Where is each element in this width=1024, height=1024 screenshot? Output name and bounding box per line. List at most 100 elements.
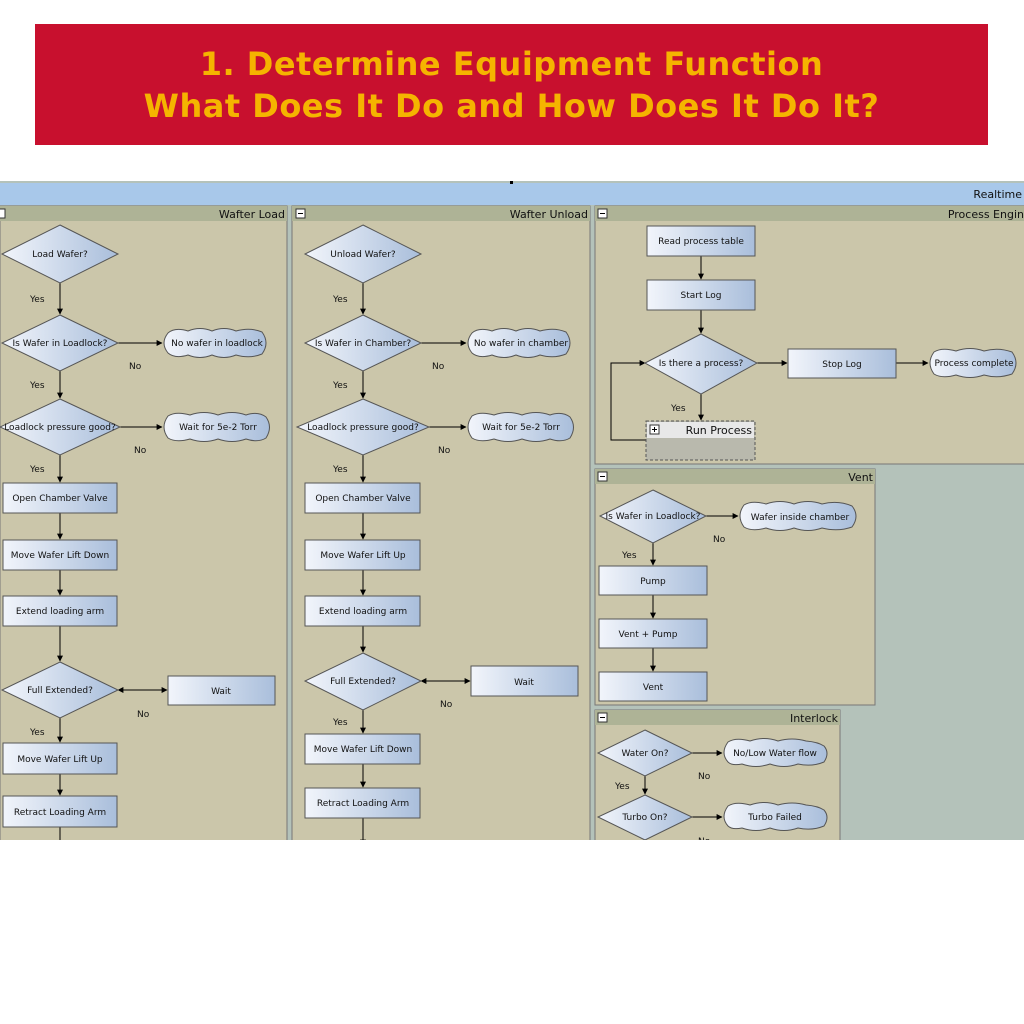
step-label: Open Chamber Valve xyxy=(315,494,411,504)
step-label: Stop Log xyxy=(822,360,861,370)
yes-label: Yes xyxy=(670,404,686,414)
terminal-label: Wait for 5e-2 Torr xyxy=(482,423,560,433)
decision-water-on[interactable] xyxy=(596,729,694,777)
no-label: No xyxy=(438,446,451,456)
slide-title-banner: 1. Determine Equipment Function What Doe… xyxy=(35,24,988,145)
no-label: No xyxy=(440,700,453,710)
step-label: Retract Loading Arm xyxy=(14,808,106,818)
decision-load-wafer[interactable] xyxy=(0,224,120,284)
step-retract-loading-arm[interactable] xyxy=(304,787,421,819)
step-label: Retract Loading Arm xyxy=(317,799,409,809)
step-pump[interactable] xyxy=(598,565,708,596)
decision-unload-wafer[interactable] xyxy=(303,224,423,284)
step-start-log[interactable] xyxy=(646,279,756,311)
decision-label: Is Wafer in Loadlock? xyxy=(606,512,701,522)
step-label: Wait xyxy=(514,678,534,688)
terminal-wait-pressure[interactable] xyxy=(467,412,574,442)
terminal-wait-pressure[interactable] xyxy=(163,412,270,442)
panel-wafer-load: Wafter Load Load Wafer? Yes Is Wafer in … xyxy=(0,205,288,840)
step-label: Read process table xyxy=(658,237,744,247)
decision-full-extended[interactable] xyxy=(303,652,423,711)
decision-wafer-in-loadlock[interactable] xyxy=(598,489,708,544)
terminal-wafer-inside-chamber[interactable] xyxy=(739,501,857,531)
decision-label: Loadlock pressure good? xyxy=(4,423,116,433)
terminal-label: No wafer in chamber xyxy=(474,339,568,349)
terminal-label: No/Low Water flow xyxy=(733,749,817,759)
step-move-wafer-lift-up[interactable] xyxy=(2,742,118,775)
no-label: No xyxy=(134,446,147,456)
yes-label: Yes xyxy=(29,465,45,475)
panel-process-engine: Process Engin Read process table Start L… xyxy=(594,205,1024,465)
yes-label: Yes xyxy=(29,728,45,738)
decision-label: Full Extended? xyxy=(330,677,396,687)
decision-label: Is Wafer in Chamber? xyxy=(315,339,412,349)
yes-label: Yes xyxy=(332,465,348,475)
yes-label: Yes xyxy=(29,295,45,305)
terminal-label: Process complete xyxy=(934,359,1014,369)
step-label: Vent xyxy=(643,683,664,693)
step-stop-log[interactable] xyxy=(787,348,897,379)
step-label: Pump xyxy=(640,577,666,587)
terminal-label: Wait for 5e-2 Torr xyxy=(179,423,257,433)
no-label: No xyxy=(432,362,445,372)
slide-title-line1: 1. Determine Equipment Function xyxy=(199,44,824,83)
flowchart-canvas: Realtime Wafter Load Load Wafer? Yes Is … xyxy=(0,181,1024,840)
terminal-process-complete[interactable] xyxy=(929,348,1017,378)
step-wait[interactable] xyxy=(470,665,579,697)
decision-label: Is there a process? xyxy=(659,359,744,369)
decision-is-there-a-process[interactable] xyxy=(643,333,759,395)
decision-loadlock-pressure[interactable] xyxy=(295,398,431,456)
decision-full-extended[interactable] xyxy=(0,661,120,719)
step-label: Vent + Pump xyxy=(619,630,678,640)
app-topbar xyxy=(0,183,1024,205)
step-label: Open Chamber Valve xyxy=(12,494,108,504)
app-topbar-label: Realtime xyxy=(973,188,1022,201)
step-vent[interactable] xyxy=(598,671,708,702)
subprocess-label: Run Process xyxy=(686,424,753,437)
step-move-wafer-lift-down[interactable] xyxy=(304,733,421,765)
yes-label: Yes xyxy=(29,381,45,391)
step-extend-loading-arm[interactable] xyxy=(304,595,421,627)
step-open-chamber-valve[interactable] xyxy=(304,482,421,514)
step-wait[interactable] xyxy=(167,675,276,706)
decision-label: Turbo On? xyxy=(621,813,667,823)
yes-label: Yes xyxy=(621,551,637,561)
yes-label: Yes xyxy=(332,718,348,728)
decision-turbo-on[interactable] xyxy=(596,794,694,840)
decision-loadlock-pressure[interactable] xyxy=(0,398,122,456)
decision-label: Load Wafer? xyxy=(32,250,88,260)
decision-label: Is Wafer in Loadlock? xyxy=(13,339,108,349)
panel-wafer-unload: Wafter Unload Unload Wafer? Yes Is Wafer… xyxy=(291,205,591,840)
step-vent-pump[interactable] xyxy=(598,618,708,649)
yes-label: Yes xyxy=(332,295,348,305)
panel-interlock: Interlock Water On? No No/Low Water flow… xyxy=(594,709,841,840)
no-label: No xyxy=(713,535,726,545)
decision-label: Loadlock pressure good? xyxy=(307,423,419,433)
no-label: No xyxy=(698,772,711,782)
collapse-toggle-icon[interactable] xyxy=(0,208,6,219)
panel-vent: Vent Is Wafer in Loadlock? No Wafer insi… xyxy=(594,468,876,706)
step-extend-loading-arm[interactable] xyxy=(2,595,118,627)
decision-wafer-in-chamber[interactable] xyxy=(303,314,423,372)
decision-wafer-in-loadlock[interactable] xyxy=(0,314,120,372)
terminal-low-water-flow[interactable] xyxy=(723,738,828,767)
decision-label: Water On? xyxy=(621,749,668,759)
terminal-turbo-failed[interactable] xyxy=(723,802,828,831)
step-label: Move Wafer Lift Up xyxy=(17,755,103,765)
terminal-label: Wafer inside chamber xyxy=(751,513,850,523)
step-move-wafer-lift-up[interactable] xyxy=(304,539,421,571)
step-read-process-table[interactable] xyxy=(646,225,756,257)
step-label: Extend loading arm xyxy=(16,607,104,617)
no-label: No xyxy=(129,362,142,372)
panel-title: Interlock xyxy=(790,712,839,725)
panel-title: Wafter Load xyxy=(219,208,285,221)
terminal-label: Turbo Failed xyxy=(747,813,802,823)
terminal-no-wafer-in-chamber[interactable] xyxy=(467,328,571,358)
step-open-chamber-valve[interactable] xyxy=(2,482,118,514)
flowchart-app-screenshot: Realtime Wafter Load Load Wafer? Yes Is … xyxy=(0,181,1024,840)
step-move-wafer-lift-down[interactable] xyxy=(2,539,118,571)
step-retract-loading-arm[interactable] xyxy=(2,795,118,828)
terminal-no-wafer-in-loadlock[interactable] xyxy=(163,328,267,358)
panel-title: Wafter Unload xyxy=(510,208,588,221)
panel-title: Process Engin xyxy=(948,208,1024,221)
